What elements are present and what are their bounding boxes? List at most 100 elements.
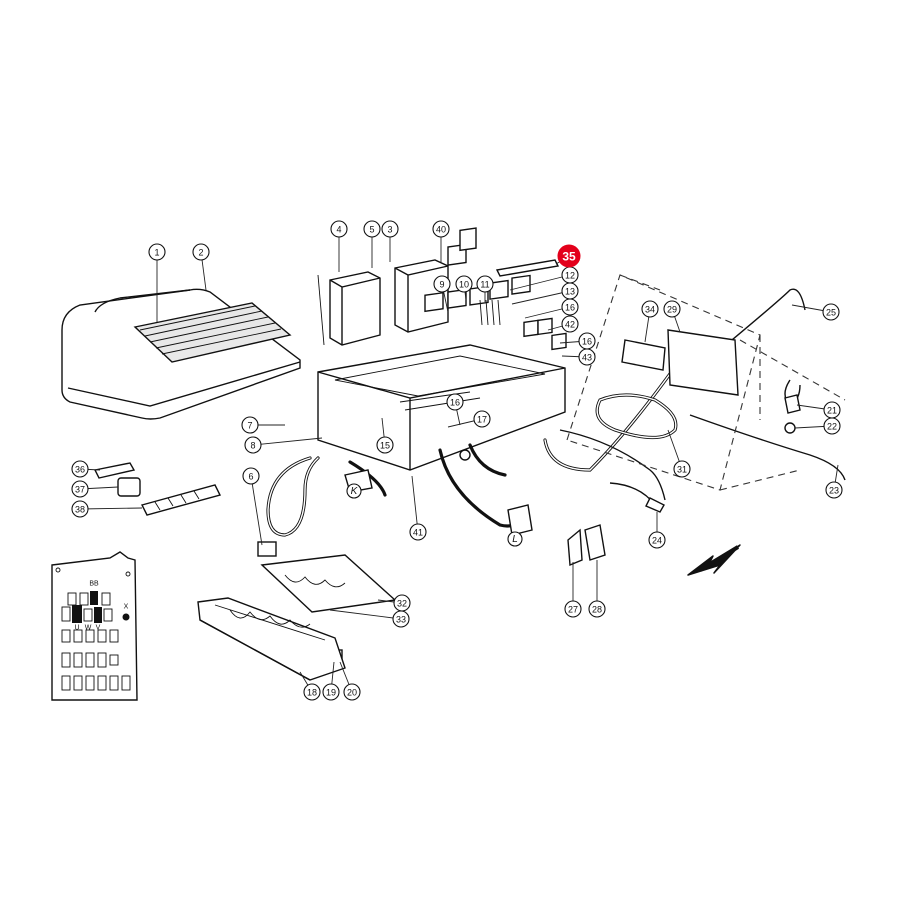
callout-31: 31 [667,429,691,478]
panel-label-u: U [74,625,79,632]
panel-label-w: W [85,625,92,632]
callout-label-38: 38 [75,505,85,515]
callout-circle-2 [192,243,210,261]
callout-leader-13 [511,290,571,305]
callout-circle-7 [241,416,259,434]
callout-circle-24 [648,531,666,549]
callout-label-19: 19 [326,688,336,698]
callout-32: 32 [377,594,411,612]
mounting-panel [566,274,846,491]
callout-circle-4 [330,220,348,238]
callout-label-31: 31 [677,465,687,475]
connector-24 [645,497,665,513]
callout-circle-3 [381,220,399,238]
callout-37: 37 [71,480,119,498]
callout-circle-8 [244,436,262,454]
callout-circle-35 [557,244,581,268]
callout-label-11: 11 [480,280,489,290]
callout-label-27: 27 [568,605,578,615]
callout-7: 7 [241,416,285,434]
fuse-layout-chart: BB X U W V [51,551,138,701]
callout-11: 11 [476,275,494,302]
callout-1: 1 [148,243,166,322]
callout-label-32: 32 [397,599,407,609]
callout-38: 38 [71,500,143,518]
callout-label-29: 29 [667,305,677,315]
callout-circle-40 [432,220,450,238]
callout-28: 28 [588,560,606,618]
callout-22: 22 [794,417,841,435]
callout-label-41: 41 [413,528,423,538]
callout-42: 42 [547,315,579,333]
callout-circle-19 [322,683,340,701]
part-36 [93,462,136,479]
callout-circle-23 [825,481,843,499]
relay-4 [329,271,381,346]
callout-label-2: 2 [198,248,203,258]
callout-circle-38 [71,500,89,518]
callout-label-9: 9 [439,280,444,290]
callout-circle-22 [823,417,841,435]
callout-41: 41 [409,475,427,541]
callout-circle-41 [409,523,427,541]
callout-circle-9 [433,275,451,293]
callout-23: 23 [825,464,843,499]
callout-circle-6 [242,467,260,485]
callout-circle-15 [376,436,394,454]
callout-20: 20 [339,661,361,701]
callout-label-16a: 16 [565,303,575,313]
callout-4: 4 [330,220,348,272]
panel-label-bb: BB [89,581,99,588]
callout-leader-6 [250,475,263,546]
callout-9: 9 [433,275,451,313]
fuse-strip-35 [495,259,560,277]
connector-circle-K [346,483,362,499]
connector-label-K: K [351,486,359,497]
callout-29: 29 [663,300,681,333]
callout-circle-16a [561,298,579,316]
callout-circle-27 [564,600,582,618]
fuse-box-cover [61,288,301,420]
fuse-row-4 [61,652,119,668]
callout-circle-33 [392,610,410,628]
connector-callout-K: K [346,483,362,499]
callout-label-12: 12 [565,271,575,281]
callout-label-8: 8 [250,441,255,451]
callout-circle-29 [663,300,681,318]
part-6 [257,541,277,557]
part-37 [117,477,141,497]
callout-label-24: 24 [652,536,662,546]
connector-label-L: L [512,534,518,545]
callout-circle-25 [822,303,840,321]
callout-19: 19 [322,661,340,701]
callout-label-5: 5 [369,225,374,235]
callout-40: 40 [432,220,450,262]
callout-21: 21 [796,401,841,419]
callout-3: 3 [381,220,399,262]
bracket-27 [567,528,583,567]
part-38 [140,484,222,516]
callout-16a: 16 [524,298,579,319]
bracket-28 [584,524,606,561]
callout-leader-38 [79,507,143,510]
callout-27: 27 [564,562,582,618]
panel-label-v: V [96,625,101,632]
callout-36: 36 [71,460,101,478]
callout-label-17: 17 [477,415,487,425]
bracket-34 [621,339,666,371]
callout-circle-20 [343,683,361,701]
callout-label-3: 3 [387,225,392,235]
callout-17: 17 [447,410,491,428]
callout-leader-8 [252,437,323,446]
callout-label-22: 22 [827,422,837,432]
callout-6: 6 [242,467,263,546]
callout-label-42: 42 [565,320,575,330]
callout-circle-1 [148,243,166,261]
callout-label-6: 6 [248,472,253,482]
callout-circle-34 [641,300,659,318]
callout-24: 24 [648,512,666,549]
callout-33: 33 [329,609,410,628]
callout-leader-12 [509,274,571,291]
